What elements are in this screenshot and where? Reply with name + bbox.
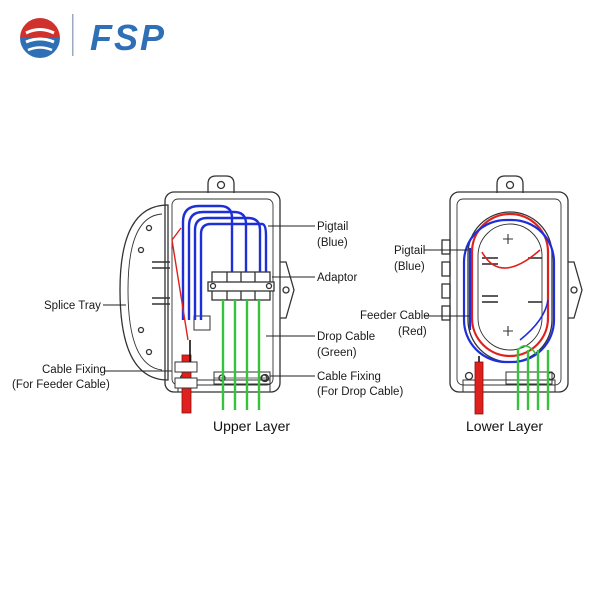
upper-pigtails (181, 204, 268, 320)
brand-logo: FSP (20, 14, 166, 58)
pigtail-loop (462, 218, 556, 364)
caption-lower-layer: Lower Layer (466, 418, 543, 434)
feeder-cross (481, 249, 541, 269)
feeder-cable-clamp (174, 377, 198, 389)
tray-hole (137, 246, 145, 254)
screw (464, 371, 474, 381)
label-drop-cable-title: Drop Cable (317, 331, 375, 343)
splice-tray (119, 204, 169, 381)
side-ear (280, 261, 295, 319)
upper-drop-cables (221, 300, 261, 410)
side-ear-hole (570, 286, 578, 294)
tray-slots (482, 257, 542, 303)
label-cable-fixing-feeder-sub: (For Feeder Cable) (12, 379, 110, 391)
port-tab (441, 283, 451, 299)
lower-drop-cables (516, 345, 550, 410)
label-feeder-cable-title: Feeder Cable (360, 310, 430, 322)
side-ear-hole (282, 286, 290, 294)
screw (260, 374, 268, 382)
labels: Splice Tray Cable Fixing (For Feeder Cab… (12, 221, 543, 434)
logo-emblem-icon (20, 18, 60, 58)
label-cable-fixing-drop-sub: (For Drop Cable) (317, 386, 403, 398)
adaptor-bracket (207, 281, 275, 292)
pigtail-fiber (187, 210, 248, 320)
label-pigtail-title: Pigtail (317, 221, 348, 233)
label-drop-cable-sub: (Green) (317, 347, 357, 359)
crosshair-mark (503, 234, 513, 244)
logo-divider (72, 14, 74, 56)
caption-upper-layer: Upper Layer (213, 418, 290, 434)
upper-layer-device (119, 175, 295, 393)
hanging-tab (496, 175, 524, 193)
port-tab (441, 239, 451, 255)
port-tab (441, 261, 451, 277)
leader-lines (103, 225, 470, 377)
logo-wordmark: FSP (90, 17, 166, 58)
adaptor-screw (265, 282, 273, 290)
drop-cable-bend (517, 345, 537, 355)
adaptor-screw (209, 282, 217, 290)
tray-slots (152, 261, 170, 305)
crosshair-mark (503, 326, 513, 336)
splice-tray-inner (127, 213, 163, 371)
label-pigtail-lower-sub: (Blue) (394, 261, 425, 273)
hanging-hole (216, 180, 226, 190)
tray-hole (145, 224, 153, 232)
label-pigtail-sub: (Blue) (317, 237, 348, 249)
hanging-tab (207, 175, 235, 193)
tray-hole (137, 326, 145, 334)
lower-feeder-cable (470, 212, 550, 415)
feeder-cable-clamp (174, 361, 198, 373)
lower-layer-device (441, 175, 583, 393)
pigtail-fiber (519, 299, 549, 341)
tray-hole (145, 348, 153, 356)
label-cable-fixing-feeder-title: Cable Fixing (42, 364, 106, 376)
label-splice-tray: Splice Tray (44, 300, 101, 312)
housing-inner (456, 198, 562, 386)
label-pigtail-lower-title: Pigtail (394, 245, 425, 257)
oval-tray (467, 211, 553, 363)
upper-feeder-cable (171, 227, 198, 414)
port-tab (441, 305, 451, 321)
label-adaptor: Adaptor (317, 272, 357, 284)
feeder-cable-entry (474, 361, 484, 415)
feeder-fiber (171, 227, 189, 341)
oval-tray-inner (477, 223, 543, 351)
label-cable-fixing-drop-title: Cable Fixing (317, 371, 381, 383)
pigtail-fiber (193, 216, 262, 320)
hanging-hole (505, 180, 515, 190)
feeder-loop (470, 212, 550, 358)
pigtail-fiber (199, 222, 268, 320)
housing-base (462, 379, 556, 393)
side-ear (568, 261, 583, 319)
label-feeder-cable-sub: (Red) (398, 326, 427, 338)
